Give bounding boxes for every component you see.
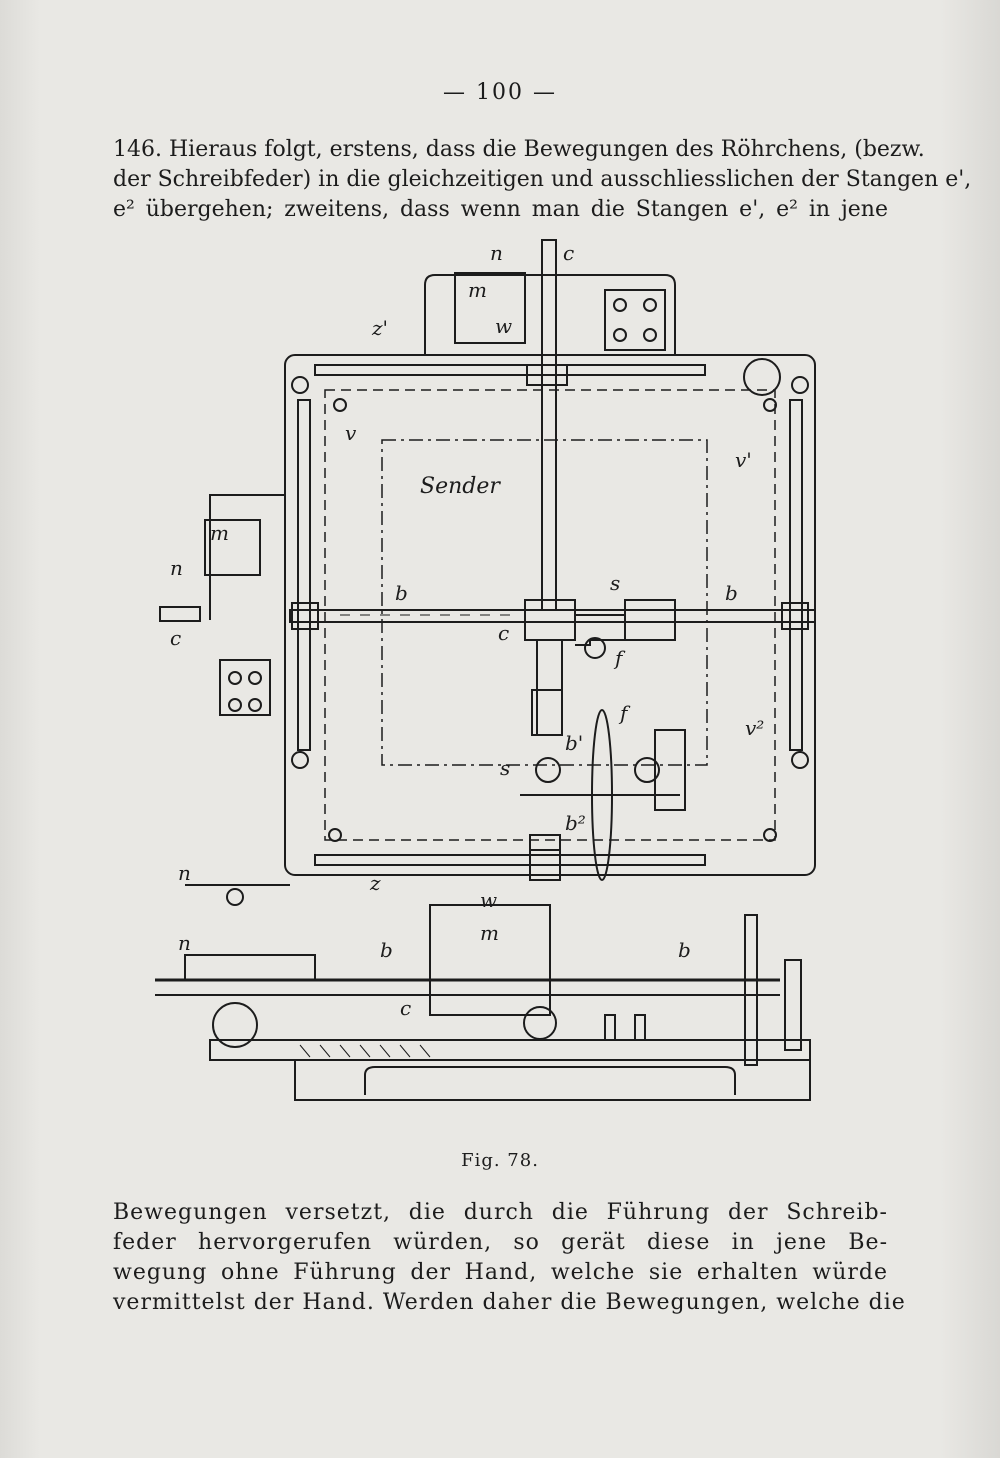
label-f-center: f — [618, 701, 631, 725]
label-c-side: c — [400, 996, 411, 1020]
text-line: Bewegungen versetzt, die durch die Führu… — [113, 1200, 888, 1225]
label-b-left: b — [395, 581, 408, 605]
text-line: feder hervorgerufen würden, so gerät die… — [113, 1230, 888, 1255]
label-n-top: n — [490, 241, 503, 265]
label-m-side: m — [480, 921, 499, 945]
label-b-right: b — [725, 581, 738, 605]
label-s-bottom: s — [500, 756, 510, 780]
label-b-side-left: b — [380, 938, 393, 962]
technical-drawing-figure: Sender n c m w z' v v' v² m n c b b c s … — [155, 239, 816, 1101]
label-b-side-right: b — [678, 938, 691, 962]
label-b2: b² — [565, 811, 586, 835]
paragraph-top: 146. Hieraus folgt, erstens, dass die Be… — [113, 135, 972, 225]
figure-caption: Fig. 78. — [461, 1150, 539, 1171]
label-s-top: s — [610, 571, 620, 595]
label-sender: Sender — [420, 474, 501, 499]
label-b1: b' — [565, 731, 583, 755]
label-v1: v' — [735, 448, 752, 472]
label-v2: v² — [745, 716, 764, 740]
label-m-top: m — [468, 278, 487, 302]
text-line: 146. Hieraus folgt, erstens, dass die Be… — [113, 137, 925, 162]
label-w-top: w — [495, 314, 512, 338]
text-line: der Schreibfeder) in die gleichzeitigen … — [113, 167, 972, 192]
paragraph-bottom: Bewegungen versetzt, die durch die Führu… — [113, 1198, 906, 1318]
page-number: — 100 — — [443, 80, 557, 105]
label-z1: z' — [371, 316, 388, 340]
text-line: e² übergehen; zweitens, dass wenn man di… — [113, 197, 888, 222]
label-w-side: w — [480, 888, 497, 912]
label-c-top: c — [563, 241, 574, 265]
text-line: wegung ohne Führung der Hand, welche sie… — [113, 1260, 888, 1285]
label-n-part: n — [178, 861, 191, 885]
label-c-left: c — [170, 626, 181, 650]
label-m-left: m — [210, 521, 229, 545]
label-c-center: c — [498, 621, 509, 645]
label-z: z — [369, 871, 381, 895]
label-f-top: f — [613, 646, 626, 670]
label-n-side: n — [178, 931, 191, 955]
text-line: vermittelst der Hand. Werden daher die B… — [113, 1290, 906, 1315]
label-v: v — [345, 421, 357, 445]
label-n-left: n — [170, 556, 183, 580]
